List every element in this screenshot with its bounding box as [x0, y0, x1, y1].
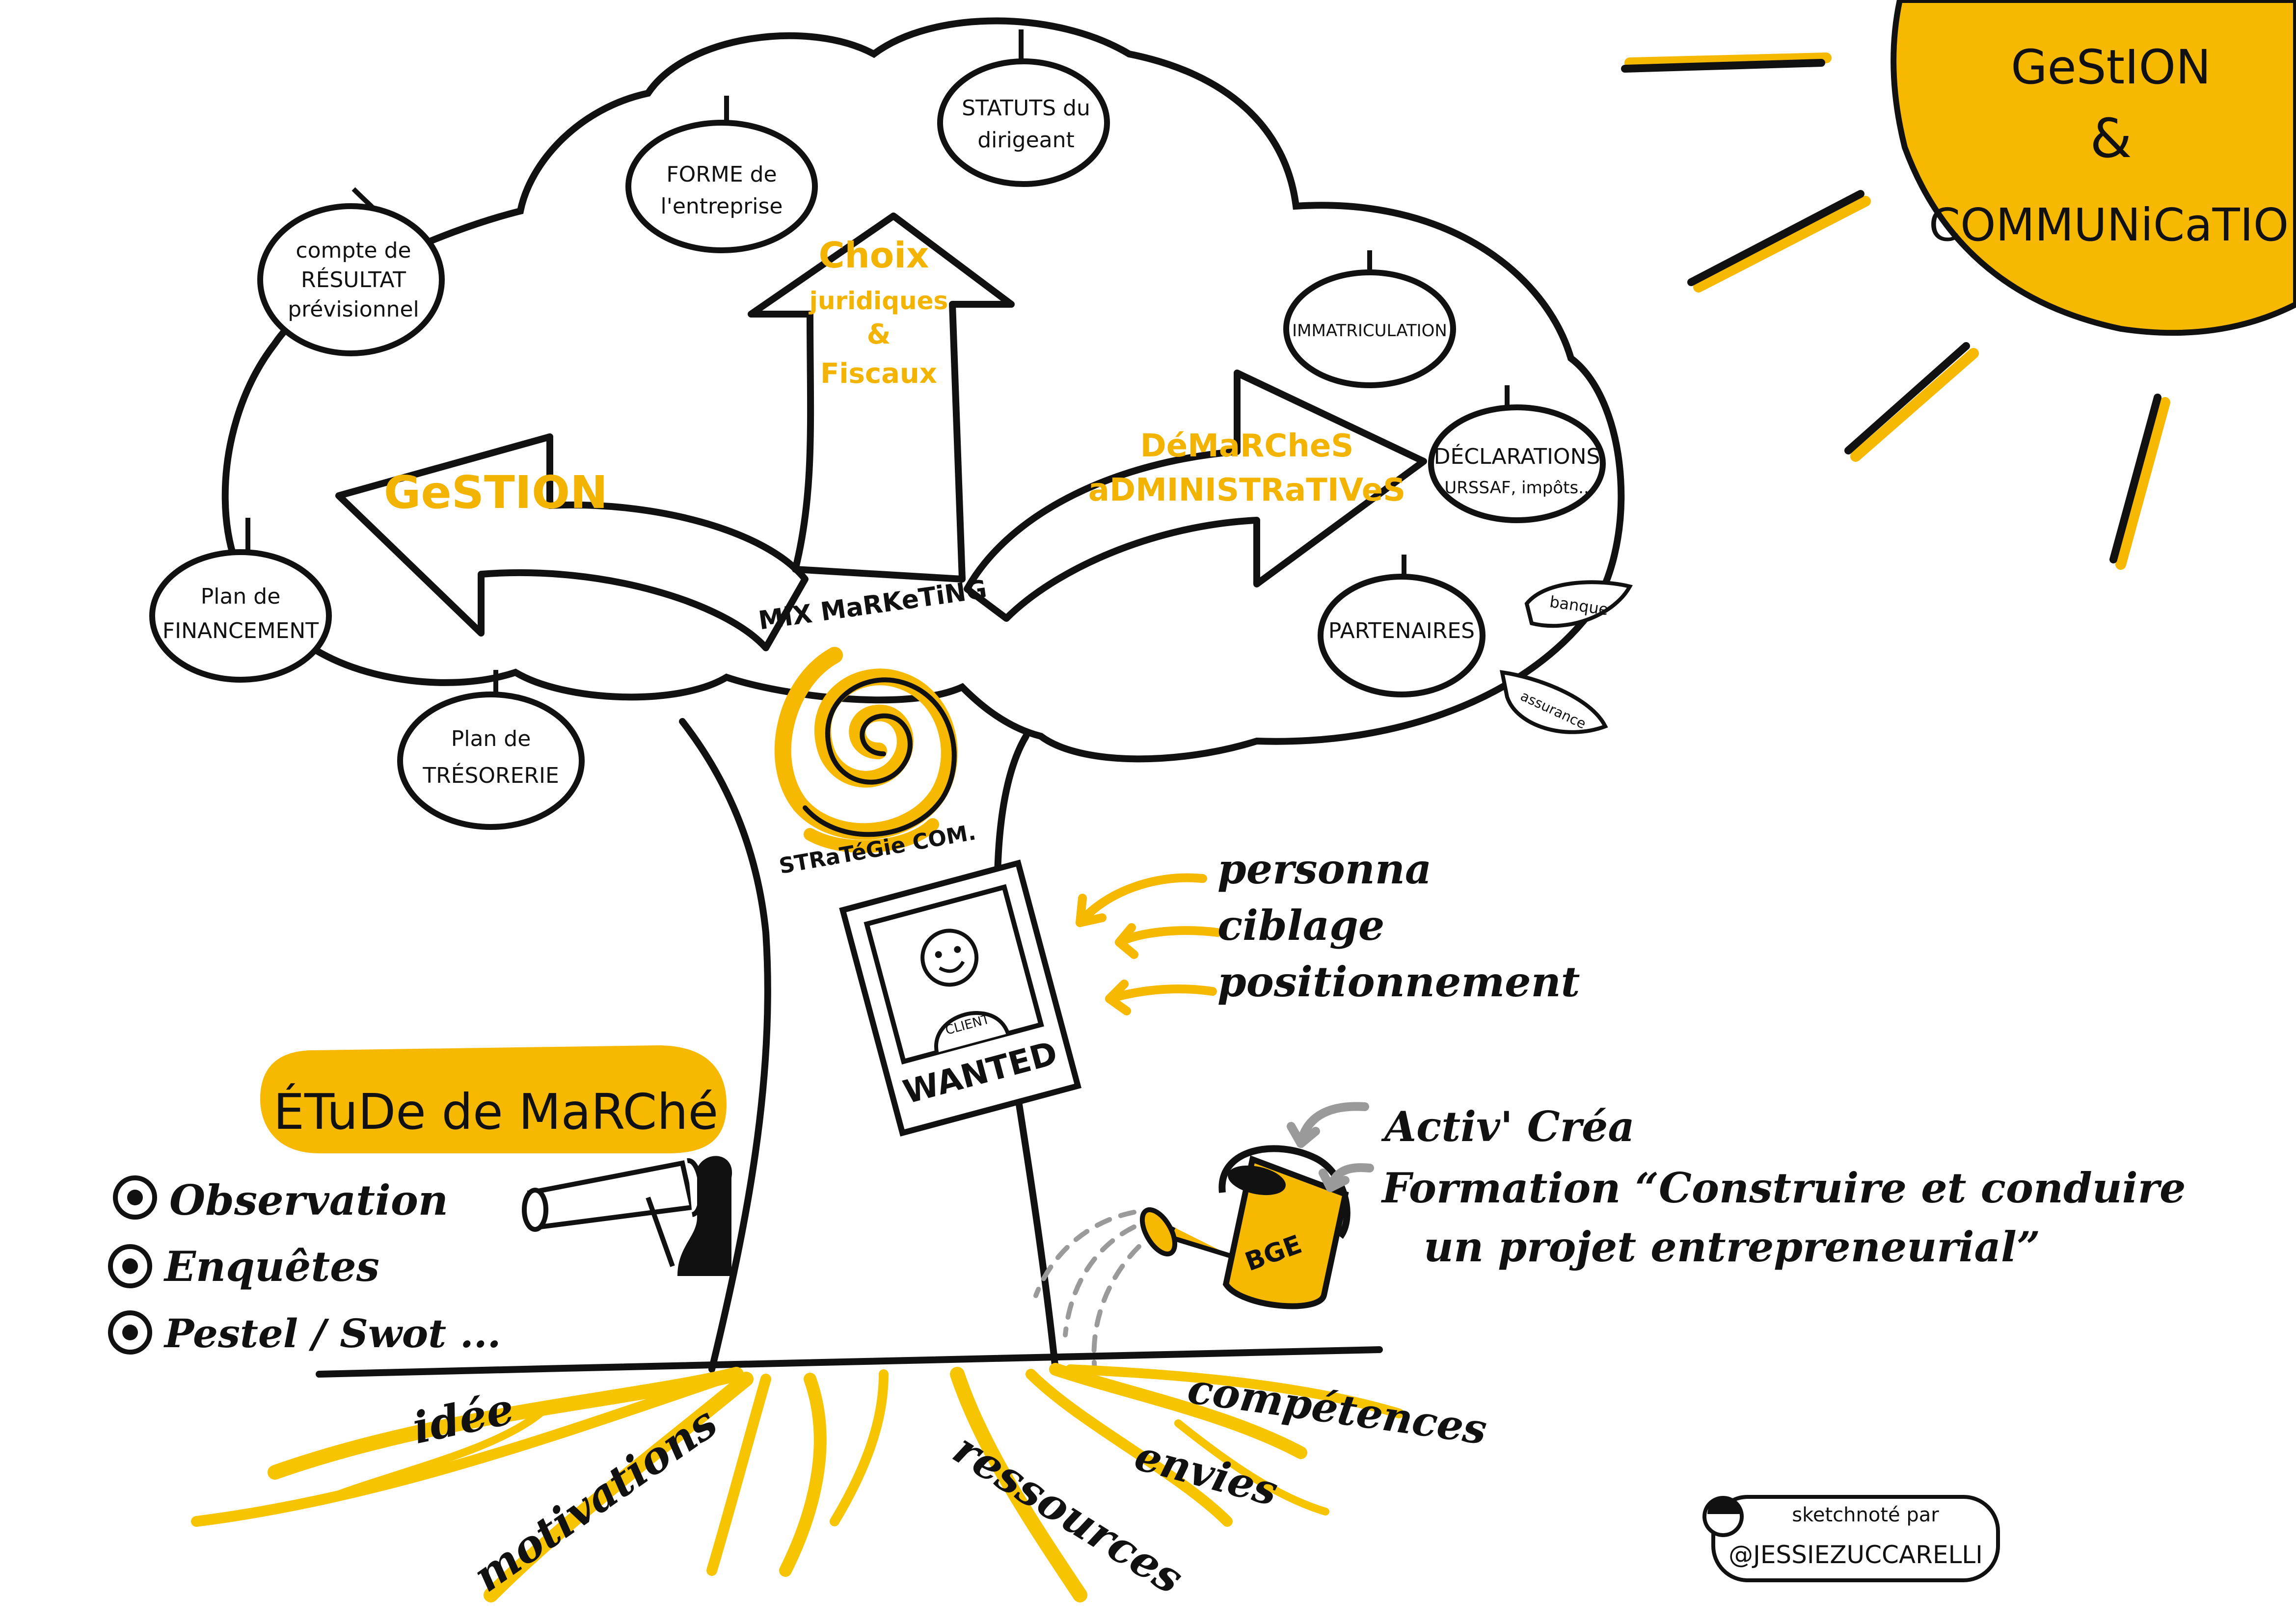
wanted-poster: CLIENT WANTED: [839, 859, 1081, 1137]
target-icon: [108, 1244, 152, 1288]
sun-title-line2: &: [2090, 107, 2132, 170]
apple-forme-entreprise: FORME de l'entreprise: [625, 96, 818, 253]
apple-statuts-line1: STATUTS du: [962, 96, 1090, 121]
branch-label-gestion: GeSTION: [384, 466, 608, 519]
target-icon: [113, 1175, 157, 1220]
demarches-line2: aDMINISTRaTIVeS: [1088, 472, 1405, 508]
credit-line1: sketchnoté par: [1792, 1504, 1939, 1526]
ground-line: [316, 1346, 1383, 1378]
targeting-item-ciblage: ciblage: [1217, 901, 1384, 950]
apple-compte-line2: RÉSULTAT: [301, 266, 406, 293]
apple-compte-line1: compte de: [296, 238, 411, 263]
apple-immatriculation-line1: IMMATRICULATION: [1292, 321, 1447, 341]
apple-plan-financement: Plan de FINANCEMENT: [149, 518, 332, 683]
branch-arrow-left: [335, 433, 809, 651]
branch-arrow-center: [748, 213, 1015, 583]
etude-title-highlight: [260, 1045, 727, 1153]
trunk-left-edge: [679, 718, 771, 1373]
apple-compte-line3: prévisionnel: [288, 297, 419, 322]
targeting-item-personna: personna: [1217, 845, 1432, 893]
apple-compte-resultat: compte de RÉSULTAT prévisionnel: [257, 187, 445, 356]
apple-forme-line1: FORME de: [666, 162, 777, 187]
choix-line1: Choix: [819, 235, 929, 276]
etude-item-observation: Observation: [113, 1175, 448, 1224]
apple-tresorerie-line2: TRÉSORERIE: [422, 762, 559, 788]
etude-item-enquetes-label: Enquêtes: [163, 1242, 379, 1291]
root-label-competences: compétences: [1185, 1364, 1489, 1454]
target-icon: [108, 1310, 152, 1355]
apple-immatriculation: IMMATRICULATION: [1283, 250, 1456, 388]
roots: [191, 1363, 1404, 1602]
branch-label-choix: Choix juridiques & Fiscaux: [809, 235, 948, 390]
watering-line1: Activ' Créa: [1381, 1102, 1635, 1151]
apple-plan-tresorerie: Plan de TRÉSORERIE: [397, 670, 585, 830]
sun: GeStION & COMMUNiCaTION: [1891, 0, 2296, 336]
apple-statuts-dirigeant: STATUTS du dirigeant: [937, 29, 1110, 187]
etude-item-enquetes: Enquêtes: [108, 1242, 379, 1291]
choix-line3: &: [867, 319, 891, 350]
apple-financement-line1: Plan de: [201, 584, 281, 609]
spiral: [774, 647, 958, 853]
choix-line2: juridiques: [809, 287, 948, 315]
targeting-item-positionnement: positionnement: [1217, 958, 1580, 1006]
watering-can-icon: BGE: [1139, 1145, 1351, 1309]
sun-disc: [1891, 0, 2296, 336]
branch-label-demarches: DéMaRCheS aDMINISTRaTIVeS: [1088, 428, 1405, 508]
apple-tresorerie-line1: Plan de: [451, 726, 531, 751]
etude-item-pestel-label: Pestel / Swot ...: [163, 1310, 501, 1357]
watering-line2: Formation “Construire et conduire: [1381, 1164, 2186, 1212]
credit-line2: @JESSIEZUCCARELLI: [1729, 1541, 1983, 1569]
apple-forme-line2: l'entreprise: [661, 194, 783, 219]
demarches-line1: DéMaRCheS: [1140, 428, 1354, 464]
branch-arrow-right: [964, 370, 1427, 622]
credit-badge: sketchnoté par @JESSIEZUCCARELLI: [1702, 1495, 2000, 1582]
watering-line3: un projet entrepreneurial”: [1424, 1223, 2040, 1271]
watering-grey-arrows: [1287, 1102, 1374, 1192]
etude-item-pestel: Pestel / Swot ...: [108, 1310, 501, 1357]
sun-title-line1: GeStION: [2011, 40, 2211, 95]
water-drops: [1033, 1210, 1141, 1372]
targeting-arrows: [1076, 873, 1222, 1015]
client-face-icon: [920, 929, 979, 987]
root-label-idee: idée: [408, 1383, 518, 1454]
etude-item-observation-label: Observation: [169, 1176, 448, 1224]
apple-financement-line2: FINANCEMENT: [162, 618, 319, 643]
sun-rays: [1621, 53, 2170, 570]
leaf-banque: banque: [1524, 580, 1633, 628]
telescope-icon: [522, 1156, 732, 1276]
apple-declarations: DÉCLARATIONS URSSAF, impôts...: [1428, 385, 1606, 523]
leaf-assurance: assurance: [1499, 670, 1608, 734]
choix-line4: Fiscaux: [820, 358, 937, 390]
etude-title: ÉTuDe de MaRChé: [273, 1083, 718, 1141]
apple-statuts-line2: dirigeant: [977, 128, 1075, 153]
apple-declarations-line1: DÉCLARATIONS: [1434, 443, 1600, 469]
sun-title-line3: COMMUNiCaTION: [1929, 199, 2296, 251]
apple-partenaires-line1: PARTENAIRES: [1328, 618, 1475, 643]
apple-declarations-line2: URSSAF, impôts...: [1444, 478, 1594, 498]
apple-partenaires: PARTENAIRES: [1318, 555, 1486, 697]
